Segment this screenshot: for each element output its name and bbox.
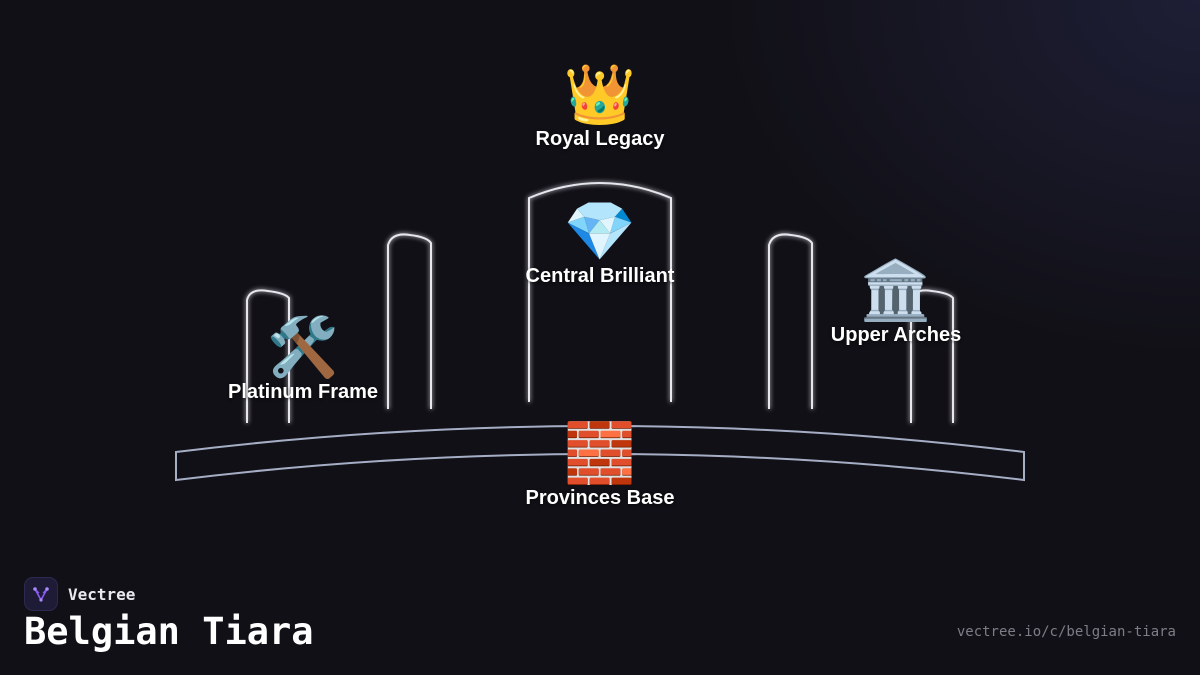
page-title: Belgian Tiara (24, 610, 314, 653)
arch-far-left (246, 289, 290, 423)
arch-inner-left (387, 233, 432, 409)
brick-icon: 🧱 (563, 419, 637, 487)
source-url[interactable]: vectree.io/c/belgian-tiara (956, 624, 1176, 640)
node-label: Provinces Base (525, 487, 675, 509)
node-label: Platinum Frame (227, 381, 379, 403)
brand: Vectree (24, 577, 135, 611)
node-label: Royal Legacy (535, 128, 665, 150)
tools-icon: 🛠️ (266, 313, 340, 381)
node-royal-legacy[interactable]: 👑 Royal Legacy (536, 62, 665, 151)
arch-inner-right (768, 233, 813, 409)
node-label: Upper Arches (830, 324, 962, 346)
vectree-logo-icon (24, 577, 58, 611)
arch-center (528, 182, 672, 402)
node-label: Central Brilliant (525, 265, 675, 287)
crown-icon: 👑 (563, 60, 637, 128)
gem-icon: 💎 (563, 197, 637, 265)
node-upper-arches[interactable]: 🏛️ Upper Arches (831, 258, 961, 347)
node-provinces-base[interactable]: 🧱 Provinces Base (526, 421, 675, 510)
arch-far-right (910, 289, 954, 423)
tiara-base-band (175, 425, 1025, 482)
classical-building-icon: 🏛️ (859, 256, 933, 324)
brand-name: Vectree (68, 584, 136, 604)
node-platinum-frame[interactable]: 🛠️ Platinum Frame (228, 315, 378, 404)
node-central-brilliant[interactable]: 💎 Central Brilliant (526, 199, 675, 288)
